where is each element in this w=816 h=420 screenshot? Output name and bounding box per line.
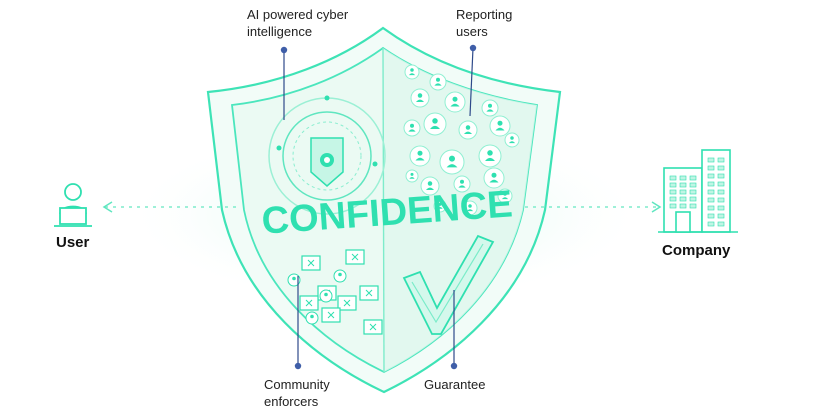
user-label: User bbox=[56, 234, 90, 251]
company-arrowhead-icon bbox=[651, 201, 662, 213]
guarantee-check-mark bbox=[402, 234, 495, 335]
building-window bbox=[669, 175, 677, 181]
reporting-user-avatar bbox=[497, 188, 513, 204]
reporting-user-avatar bbox=[409, 145, 431, 167]
building-windows bbox=[669, 157, 725, 227]
building-window bbox=[707, 221, 715, 227]
reporting-label: Reporting users bbox=[456, 6, 512, 40]
company-label: Company bbox=[662, 242, 731, 259]
building-window bbox=[717, 221, 725, 227]
building-window bbox=[707, 181, 715, 187]
enforcer-card bbox=[321, 307, 341, 323]
reporting-user-avatar bbox=[404, 64, 420, 80]
user-at-laptop-icon bbox=[54, 183, 92, 227]
reporting-user-avatar bbox=[420, 176, 440, 196]
building-window bbox=[707, 173, 715, 179]
enforcer-card bbox=[337, 295, 357, 311]
enforcer-avatar bbox=[305, 311, 319, 325]
building-window bbox=[717, 197, 725, 203]
building-window bbox=[717, 181, 725, 187]
building-window bbox=[689, 196, 697, 202]
guarantee-leader bbox=[450, 290, 458, 370]
reporting-user-avatar bbox=[458, 120, 478, 140]
community-enforcer-cluster bbox=[287, 249, 383, 335]
building-window bbox=[679, 196, 687, 202]
building-window bbox=[679, 175, 687, 181]
building-window bbox=[669, 203, 677, 209]
reporting-user-avatar bbox=[403, 119, 421, 137]
enforcer-card bbox=[363, 319, 383, 335]
reporting-user-avatar bbox=[410, 88, 430, 108]
building-window bbox=[707, 165, 715, 171]
building-window bbox=[689, 189, 697, 195]
reporting-leader bbox=[469, 44, 477, 117]
building-window bbox=[707, 197, 715, 203]
enforcer-card bbox=[301, 255, 321, 271]
reporting-user-avatar bbox=[478, 144, 502, 168]
community-leader bbox=[294, 276, 302, 370]
building-window bbox=[679, 189, 687, 195]
building-window bbox=[679, 182, 687, 188]
enforcer-avatar bbox=[287, 273, 301, 287]
building-window bbox=[717, 189, 725, 195]
reporting-label-line1: Reporting bbox=[456, 7, 513, 22]
reporting-user-avatar bbox=[423, 112, 447, 136]
enforcer-card bbox=[345, 249, 365, 265]
reporting-user-avatar bbox=[481, 99, 499, 117]
building-window bbox=[669, 196, 677, 202]
building-window bbox=[669, 182, 677, 188]
guarantee-label: Guarantee bbox=[424, 377, 486, 392]
shield-divider bbox=[382, 47, 385, 373]
user-arrowhead-icon bbox=[102, 201, 113, 213]
reporting-user-avatar bbox=[439, 149, 465, 175]
reporting-user-avatar bbox=[489, 115, 511, 137]
ai-leader bbox=[280, 46, 288, 120]
building-window bbox=[707, 205, 715, 211]
building-window bbox=[679, 203, 687, 209]
reporting-user-avatar bbox=[444, 91, 466, 113]
enforcer-card bbox=[299, 295, 319, 311]
enforcer-avatar bbox=[319, 289, 333, 303]
reporting-user-avatar bbox=[453, 175, 471, 193]
building-window bbox=[689, 182, 697, 188]
reporting-label-line2: users bbox=[456, 24, 488, 39]
reporting-user-avatar bbox=[405, 169, 419, 183]
community-label-line2: enforcers bbox=[264, 394, 319, 409]
enforcer-card bbox=[359, 285, 379, 301]
building-window bbox=[707, 213, 715, 219]
building-window bbox=[689, 203, 697, 209]
ai-emblem bbox=[268, 95, 386, 215]
reporting-user-avatar bbox=[429, 73, 447, 91]
ai-label-line2: intelligence bbox=[247, 24, 313, 39]
community-label: Community enforcers bbox=[264, 376, 330, 410]
building-window bbox=[717, 205, 725, 211]
ai-label: AI powered cyber intelligence bbox=[247, 6, 348, 40]
community-label-line1: Community bbox=[264, 377, 330, 392]
building-window bbox=[689, 175, 697, 181]
reporting-user-avatar bbox=[433, 199, 447, 213]
building-window bbox=[717, 213, 725, 219]
reporting-user-cluster bbox=[403, 64, 520, 216]
enforcer-avatar bbox=[333, 269, 347, 283]
building-window bbox=[707, 189, 715, 195]
ai-label-line1: AI powered cyber bbox=[247, 7, 349, 22]
reporting-user-avatar bbox=[462, 200, 478, 216]
building-window bbox=[717, 165, 725, 171]
building-window bbox=[717, 157, 725, 163]
building-window bbox=[707, 157, 715, 163]
building-window bbox=[669, 189, 677, 195]
reporting-user-avatar bbox=[504, 132, 520, 148]
building-window bbox=[717, 173, 725, 179]
reporting-user-avatar bbox=[483, 167, 505, 189]
